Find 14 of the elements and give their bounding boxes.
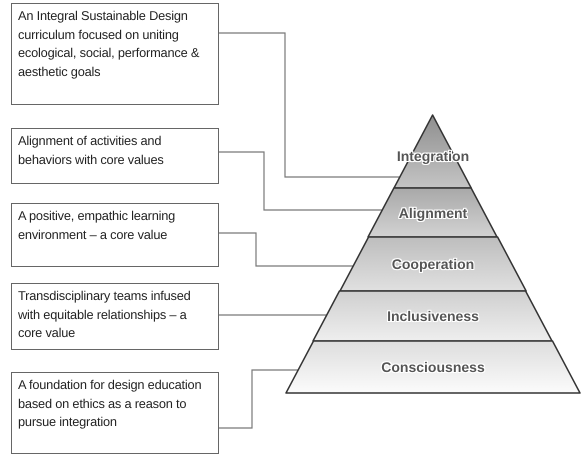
text-box: An Integral Sustainable Design curriculum focused on uniting ecological, social, performance & aesthetic goals — [11, 3, 219, 105]
text-box: Transdisciplinary teams infused with equitable relationships – a core value — [11, 283, 219, 350]
text-box: A foundation for design education based on ethics as a reason to pursue integration — [11, 372, 219, 454]
connector-line — [219, 232, 354, 267]
tier-label: Consciousness — [380, 359, 486, 375]
connector-line — [219, 32, 400, 178]
tier-label: Inclusiveness — [386, 308, 480, 324]
text-box: Alignment of activities and behaviors with core values — [11, 128, 219, 184]
tier-label: Cooperation — [390, 256, 476, 272]
connector-line — [219, 151, 383, 211]
text-box: A positive, empathic learning environment – a core value — [11, 203, 219, 267]
connector-line — [219, 314, 328, 316]
connector-line — [219, 369, 298, 429]
tier-label: Alignment — [398, 204, 468, 220]
